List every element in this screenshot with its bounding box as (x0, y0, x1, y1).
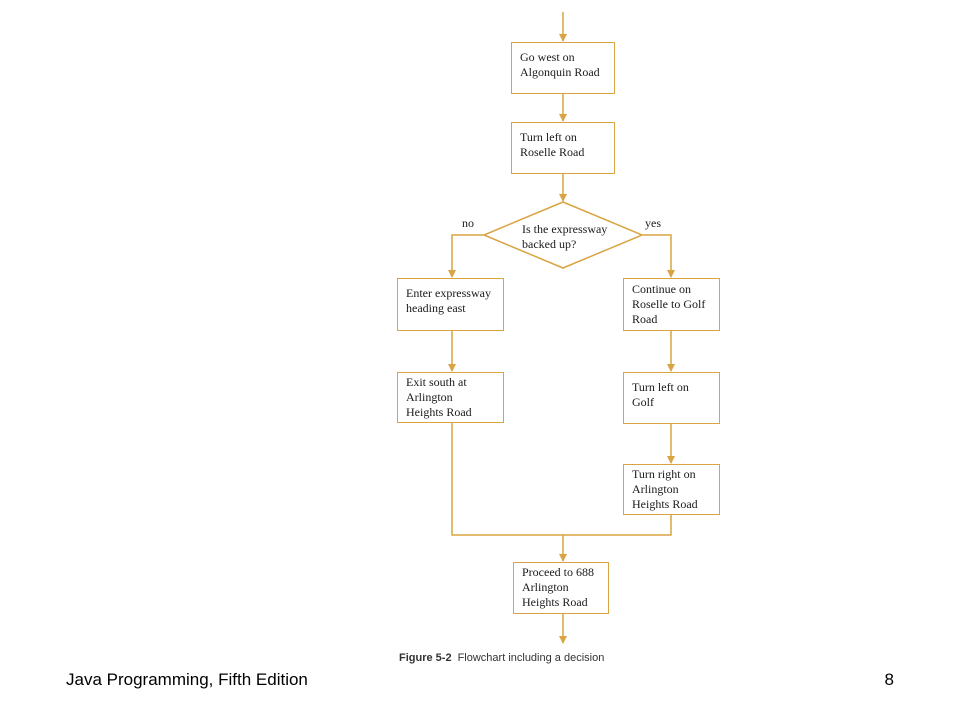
arrow-no-branch (448, 234, 484, 278)
step-turn-left-roselle: Turn left on Roselle Road (511, 122, 615, 174)
arrow-yes-branch (642, 234, 675, 278)
decision-question-line-2: backed up? (522, 237, 577, 251)
step-turn-left-golf-line-2: Golf (632, 395, 654, 409)
step-turn-right-arlington-line-3: Heights Road (632, 497, 698, 511)
step-enter-expressway-line-2: heading east (406, 301, 466, 315)
step-continue-roselle-line-2: Roselle to Golf (632, 297, 706, 311)
figure-caption: Figure 5-2 Flowchart including a decision (399, 652, 604, 664)
yes-label: yes (645, 216, 661, 230)
step-proceed-line-2: Arlington (522, 580, 569, 594)
no-label: no (462, 216, 474, 230)
step-proceed-line-3: Heights Road (522, 595, 588, 609)
page-number: 8 (884, 670, 894, 689)
figure-caption-text: Flowchart including a decision (457, 652, 605, 664)
step-continue-roselle-line-3: Road (632, 312, 658, 326)
step-go-west-line-2: Algonquin Road (520, 65, 600, 79)
step-go-west-line-1: Go west on (520, 50, 575, 64)
decision-question: Is the expressway backed up? (522, 222, 632, 252)
step-turn-right-arlington-line-1: Turn right on (632, 467, 696, 481)
merge-left (451, 423, 563, 536)
step-proceed: Proceed to 688 Arlington Heights Road (513, 562, 609, 614)
step-turn-left-golf-line-1: Turn left on (632, 380, 689, 394)
decision-question-line-1: Is the expressway (522, 222, 608, 236)
step-turn-left-roselle-line-2: Roselle Road (520, 145, 585, 159)
decision-diamond (482, 201, 644, 269)
step-enter-expressway-line-1: Enter expressway (406, 286, 491, 300)
step-exit-south-line-3: Heights Road (406, 405, 472, 419)
footer-title: Java Programming, Fifth Edition (66, 670, 308, 689)
step-exit-south-line-2: Arlington (406, 390, 453, 404)
step-turn-right-arlington-line-2: Arlington (632, 482, 679, 496)
step-continue-roselle: Continue on Roselle to Golf Road (623, 278, 720, 331)
step-enter-expressway: Enter expressway heading east (397, 278, 504, 331)
step-proceed-line-1: Proceed to 688 (522, 565, 594, 579)
figure-number: Figure 5-2 (399, 652, 452, 664)
step-turn-right-arlington: Turn right on Arlington Heights Road (623, 464, 720, 515)
merge-right (563, 515, 672, 536)
step-exit-south-line-1: Exit south at (406, 375, 467, 389)
step-continue-roselle-line-1: Continue on (632, 282, 691, 296)
step-go-west: Go west on Algonquin Road (511, 42, 615, 94)
step-turn-left-golf: Turn left on Golf (623, 372, 720, 424)
step-exit-south: Exit south at Arlington Heights Road (397, 372, 504, 423)
step-turn-left-roselle-line-1: Turn left on (520, 130, 577, 144)
